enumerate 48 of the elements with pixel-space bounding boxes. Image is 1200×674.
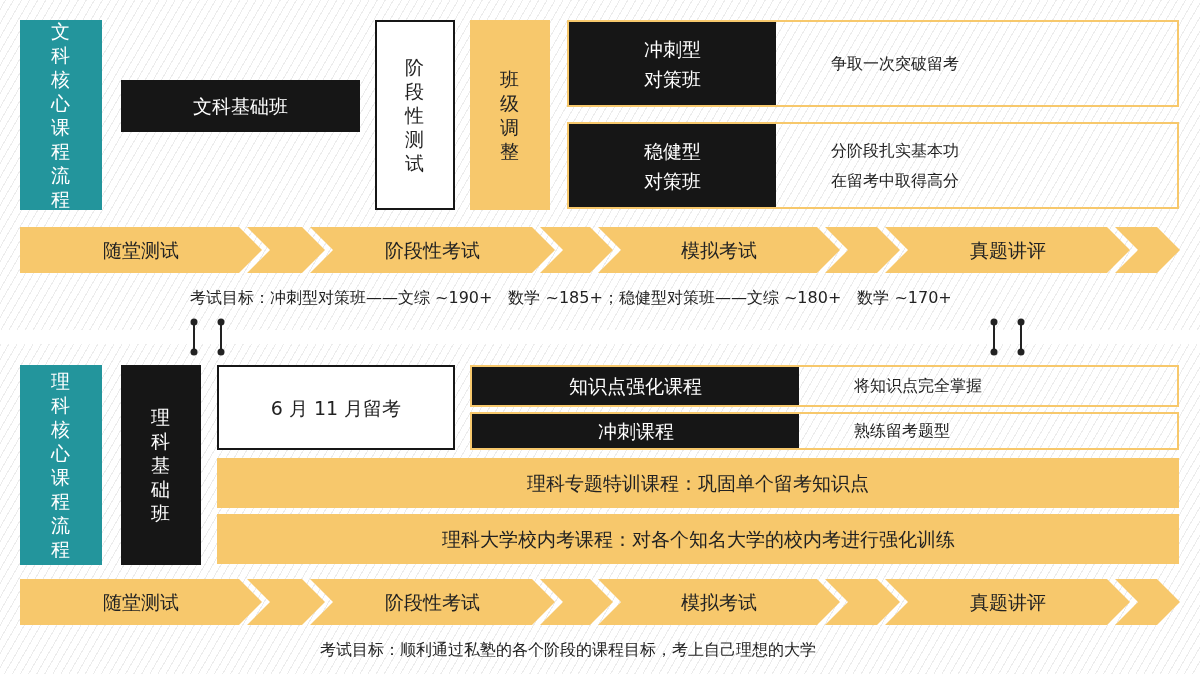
- course-goal: 将知识点完全掌握: [854, 375, 982, 397]
- node-label: 理科大学校内考课程：对各个知名大学的校内考进行强化训练: [441, 527, 955, 552]
- arrow-chevron: [1115, 579, 1180, 625]
- node-label: 班级调整: [499, 67, 521, 163]
- arrow-chevron: [540, 579, 613, 625]
- node-label: 6 月 11 月留考: [270, 395, 402, 421]
- course-bar: [470, 20, 550, 210]
- node-label: 阶段性测试: [404, 55, 426, 175]
- class-title: 冲刺型对策班: [569, 22, 776, 105]
- node-label: 理科核心课程流程: [50, 369, 72, 561]
- arrow-chevron: [540, 227, 613, 273]
- section-title-bar: [20, 365, 102, 565]
- class-title: 知识点强化课程: [472, 367, 799, 405]
- stage-box: [375, 20, 455, 210]
- course-goal: 分阶段扎实基本功在留考中取得高分: [831, 139, 960, 192]
- course-row: [567, 20, 1179, 107]
- course-row: [470, 365, 1179, 407]
- arrow-chevron: [825, 579, 900, 625]
- section-title-bar: [20, 20, 102, 210]
- class-title: 冲刺课程: [472, 414, 799, 448]
- node-label: 文科基础班: [193, 94, 288, 119]
- step-label: 真题讲评: [969, 238, 1046, 263]
- step-label: 阶段性考试: [385, 590, 480, 615]
- arrow-chevron: [247, 227, 325, 273]
- course-row: [567, 122, 1179, 209]
- course-bar: [217, 458, 1179, 508]
- course-goal: 熟练留考题型: [854, 420, 950, 442]
- step-label: 随堂测试: [103, 590, 179, 615]
- step-label: 随堂测试: [103, 238, 179, 263]
- course-box: [121, 80, 360, 132]
- course-row: [470, 412, 1179, 450]
- node-label: 文科核心课程流程: [50, 19, 72, 211]
- arrow-chevron: [825, 227, 900, 273]
- course-box: [121, 365, 201, 565]
- node-label: 理科基础班: [150, 405, 172, 525]
- course-bar: [217, 514, 1179, 564]
- arrow-chevron: [247, 579, 325, 625]
- step-label: 模拟考试: [681, 238, 757, 263]
- step-label: 模拟考试: [681, 590, 757, 615]
- note-text: 考试目标：顺利通过私塾的各个阶段的课程目标，考上自己理想的大学: [320, 640, 816, 661]
- step-label: 真题讲评: [969, 590, 1046, 615]
- arrow-chevron: [1115, 227, 1180, 273]
- class-title: 稳健型对策班: [569, 124, 776, 207]
- node-label: 理科专题特训课程：巩固单个留考知识点: [527, 471, 869, 496]
- note-text: 考试目标：冲刺型对策班——文综 ~190+ 数学 ~185+；稳健型对策班——文综 ~180+ 数学 ~170+: [190, 288, 952, 309]
- step-label: 阶段性考试: [385, 238, 480, 263]
- stage-box: [217, 365, 455, 450]
- course-goal: 争取一次突破留考: [831, 52, 959, 75]
